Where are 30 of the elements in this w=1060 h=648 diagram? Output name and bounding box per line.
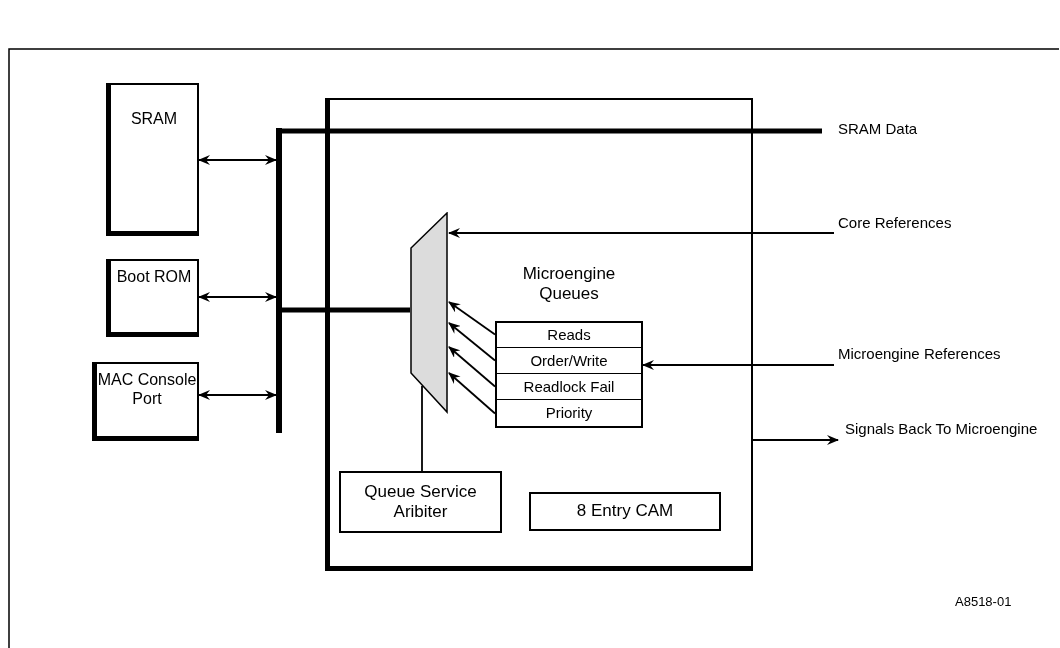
memory-box: Boot ROM <box>106 259 199 337</box>
bus-line <box>282 307 410 313</box>
arrow <box>448 301 496 336</box>
signal-label: Signals Back To Microengine <box>845 420 1045 460</box>
signal-label: Microengine References <box>838 345 1018 385</box>
process-box: 8 Entry CAM <box>529 492 721 531</box>
table-row: Readlock Fail <box>495 373 643 400</box>
figure-number: A8518-01 <box>955 594 1012 610</box>
arrow <box>448 322 496 362</box>
arrow <box>448 228 835 238</box>
table-heading: Microengine Queues <box>521 264 617 304</box>
arrow <box>198 390 277 400</box>
multiplexer-symbol <box>410 212 449 414</box>
controller-block <box>325 98 753 571</box>
signal-label: SRAM Data <box>838 120 1018 142</box>
bus-line <box>282 128 822 134</box>
memory-box: SRAM <box>106 83 199 236</box>
arrow <box>198 155 277 165</box>
memory-box: MAC Console Port <box>92 362 199 441</box>
signal-label: Core References <box>838 214 1018 254</box>
arrow <box>752 435 839 445</box>
arrow <box>448 372 496 415</box>
arrow <box>642 360 835 370</box>
arrow <box>198 292 277 302</box>
table-row: Order/Write <box>495 347 643 374</box>
table-row: Reads <box>495 321 643 348</box>
queue-table <box>495 264 643 428</box>
table-row: Priority <box>495 399 643 428</box>
process-box: Queue Service Aribiter <box>339 471 502 533</box>
arrow <box>448 346 496 388</box>
